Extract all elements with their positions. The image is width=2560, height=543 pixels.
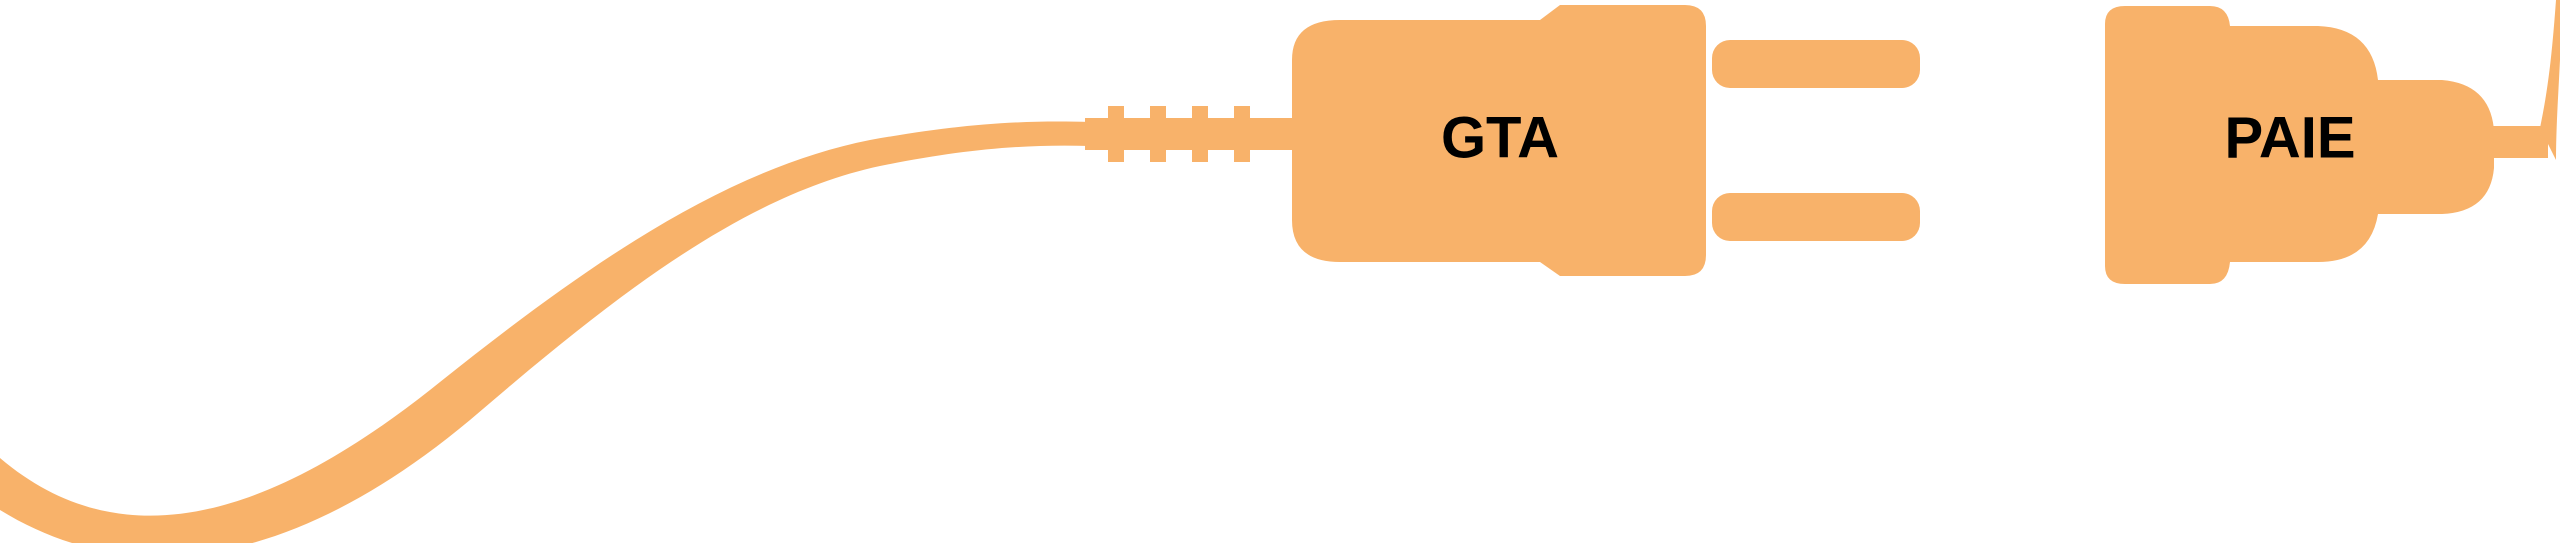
right-socket-label: PAIE <box>2224 105 2355 170</box>
left-plug-collar <box>1085 106 1295 162</box>
left-plug-prong-top <box>1712 40 1920 88</box>
left-plug-body <box>1292 5 1706 276</box>
right-socket-body <box>2105 6 2494 284</box>
left-plug-label: GTA <box>1441 105 1559 170</box>
right-cable-icon <box>2540 0 2560 160</box>
right-socket-collar <box>2490 126 2548 158</box>
left-plug-prong-bottom <box>1712 193 1920 241</box>
left-cable-icon <box>0 121 1090 543</box>
